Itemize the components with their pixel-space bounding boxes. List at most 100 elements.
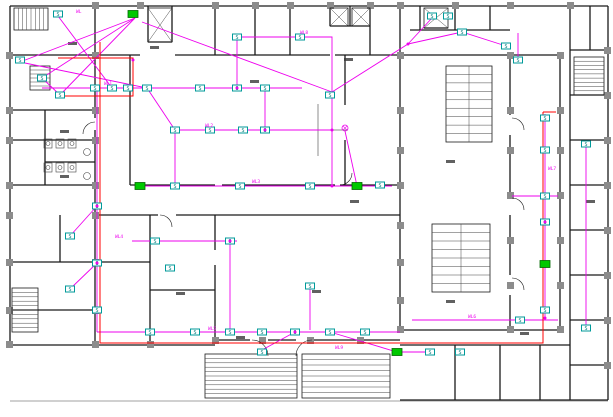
distribution-panel <box>351 182 363 190</box>
stair-outline <box>573 56 605 96</box>
device-symbol <box>235 182 245 190</box>
wire-run <box>19 17 136 63</box>
wiring-layer <box>19 15 587 353</box>
column-marker <box>6 137 13 144</box>
wire-junction <box>263 128 267 132</box>
room-label-mark <box>446 160 455 163</box>
distribution-panel <box>127 10 139 18</box>
column-marker <box>397 259 404 266</box>
device-symbol-label: S <box>363 330 366 336</box>
toilet-fixture <box>55 162 65 173</box>
door-swing-arc <box>511 117 525 131</box>
column-marker <box>212 2 219 9</box>
device-symbol-label: S <box>516 58 519 64</box>
fixture-bowl <box>69 141 75 146</box>
column-marker <box>557 326 564 333</box>
distribution-panel <box>391 348 403 356</box>
device-symbol-label: S <box>228 330 231 336</box>
column-marker <box>557 192 564 199</box>
column-marker <box>92 137 99 144</box>
distribution-panel <box>134 182 146 190</box>
wire-run <box>261 331 296 351</box>
room-label-mark <box>350 200 359 203</box>
device-symbol <box>540 114 550 122</box>
device-symbol <box>65 232 75 240</box>
room-label-mark <box>344 58 353 61</box>
column-marker <box>6 259 13 266</box>
fixture-bowl <box>57 165 63 170</box>
columns-layer <box>6 2 611 369</box>
device-symbol-label: S <box>260 350 263 356</box>
wire-run <box>19 61 148 89</box>
column-marker <box>507 237 514 244</box>
device-symbol-label: S <box>153 239 156 245</box>
device-symbol-label: S <box>328 330 331 336</box>
device-symbol-label: S <box>241 128 244 134</box>
device-symbol-label: S <box>584 142 587 148</box>
circuit-label: WL8 <box>300 30 308 36</box>
device-symbol-label: S <box>18 58 21 64</box>
room-label-mark <box>250 80 259 83</box>
column-marker <box>92 182 99 189</box>
door-swing-arc <box>295 339 313 357</box>
device-symbol <box>225 328 235 336</box>
circuit-label: WL9 <box>335 345 343 351</box>
device-symbol-label: S <box>584 326 587 332</box>
wire-junction <box>95 261 99 265</box>
elevator-shaft <box>329 7 349 27</box>
column-marker <box>6 182 13 189</box>
circuit-label: WL4 <box>115 234 123 240</box>
device-symbol <box>145 328 155 336</box>
column-marker <box>604 47 611 54</box>
device-symbol-label: S <box>543 308 546 314</box>
sink-fixture <box>83 172 91 180</box>
device-symbol-label: S <box>126 86 129 92</box>
column-marker <box>6 307 13 314</box>
device-symbol <box>15 56 25 64</box>
column-marker <box>252 2 259 9</box>
device-symbol-label: S <box>95 308 98 314</box>
device-symbol <box>540 146 550 154</box>
room-label-mark <box>150 46 159 49</box>
column-marker <box>212 337 219 344</box>
toilet-fixture <box>67 162 77 173</box>
device-symbol <box>443 12 453 20</box>
device-symbol-label: S <box>193 330 196 336</box>
fixture-bowl <box>45 141 51 146</box>
circuit-label: WL2 <box>205 123 213 129</box>
column-marker <box>397 147 404 154</box>
device-symbol <box>455 348 465 356</box>
sink-fixture <box>83 148 91 156</box>
fixture-bowl <box>57 141 63 146</box>
device-symbol <box>360 328 370 336</box>
door-swing-arc <box>339 172 353 186</box>
room-label-mark <box>520 332 529 335</box>
device-symbol-label: S <box>543 148 546 154</box>
device-symbol <box>195 84 205 92</box>
room-label-mark <box>68 42 77 45</box>
power-circuit <box>58 57 134 97</box>
wire-run <box>57 15 113 89</box>
device-symbol <box>170 126 180 134</box>
device-symbol-label: S <box>308 284 311 290</box>
elevator-shaft <box>147 7 173 43</box>
device-symbol-label: S <box>110 86 113 92</box>
wire-run <box>59 17 136 96</box>
device-symbol-label: S <box>173 128 176 134</box>
device-symbol <box>581 324 591 332</box>
device-symbol-label: S <box>148 330 151 336</box>
circuit-label: WL6 <box>468 314 476 320</box>
column-marker <box>6 212 13 219</box>
fixture-bowl <box>45 165 51 170</box>
column-marker <box>357 337 364 344</box>
column-marker <box>557 107 564 114</box>
device-symbol <box>457 28 467 36</box>
room-label-mark <box>446 300 455 303</box>
device-symbol <box>205 126 215 134</box>
device-symbol <box>260 84 270 92</box>
wire-run <box>69 262 98 290</box>
device-symbol <box>37 74 47 82</box>
